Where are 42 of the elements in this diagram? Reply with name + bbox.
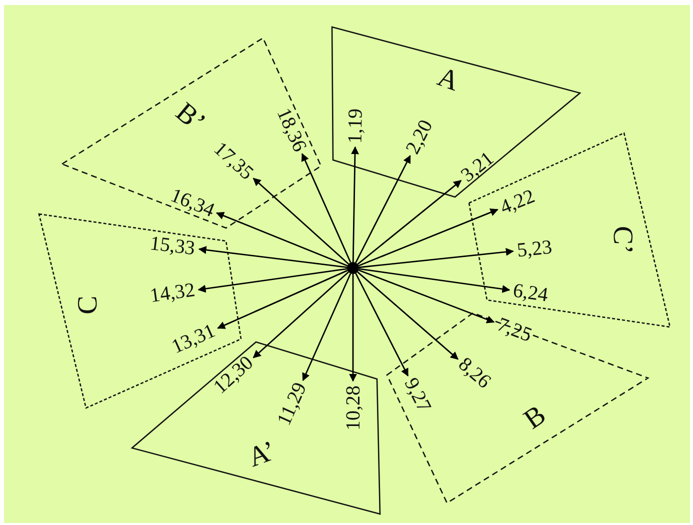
slot-number-label: 6,24	[512, 280, 550, 306]
slot-number-label: 8,26	[454, 354, 494, 392]
phase-label: C’	[608, 226, 636, 254]
slot-number-label: 5,23	[516, 237, 553, 261]
slot-number-label: 16,34	[168, 185, 217, 221]
arrow	[357, 271, 458, 360]
arrow	[350, 146, 359, 262]
slot-number-label: 10,28	[343, 385, 363, 430]
slot-number-label: 13,31	[168, 320, 218, 358]
arrow	[358, 270, 495, 324]
slot-number-label: 14,32	[148, 280, 196, 306]
arrow	[349, 274, 357, 382]
slot-number-label: 7,25	[494, 314, 534, 346]
arrow	[358, 248, 514, 268]
arrow	[355, 155, 411, 263]
coil-group-outline	[387, 313, 648, 503]
phase-label: A	[434, 63, 462, 97]
slot-number-label: 9,27	[400, 374, 435, 416]
slot-number-label: 15,33	[149, 233, 196, 259]
arrow	[252, 272, 349, 358]
arrow	[217, 270, 348, 329]
arrow	[198, 246, 348, 268]
arrow	[355, 273, 409, 377]
arrow	[216, 212, 348, 266]
arrow	[358, 268, 510, 293]
phase-label: A’	[245, 437, 280, 473]
slot-number-label: 18,36	[273, 104, 310, 154]
arrow	[357, 180, 462, 265]
arrow	[198, 268, 348, 293]
phase-label: C	[74, 296, 102, 314]
phase-label: B	[519, 401, 551, 435]
phase-label: B’	[170, 98, 210, 138]
arrow	[252, 178, 349, 264]
slot-number-label: 2,20	[403, 116, 437, 157]
slot-number-label: 4,22	[498, 186, 538, 218]
arrow	[358, 208, 498, 266]
coil-group-outline	[62, 38, 321, 228]
slot-number-label: 11,29	[274, 380, 311, 428]
arrow	[301, 153, 352, 263]
slot-number-label: 1,19	[345, 108, 366, 144]
slot-number-label: 3,21	[458, 148, 498, 186]
arrow	[302, 273, 352, 382]
